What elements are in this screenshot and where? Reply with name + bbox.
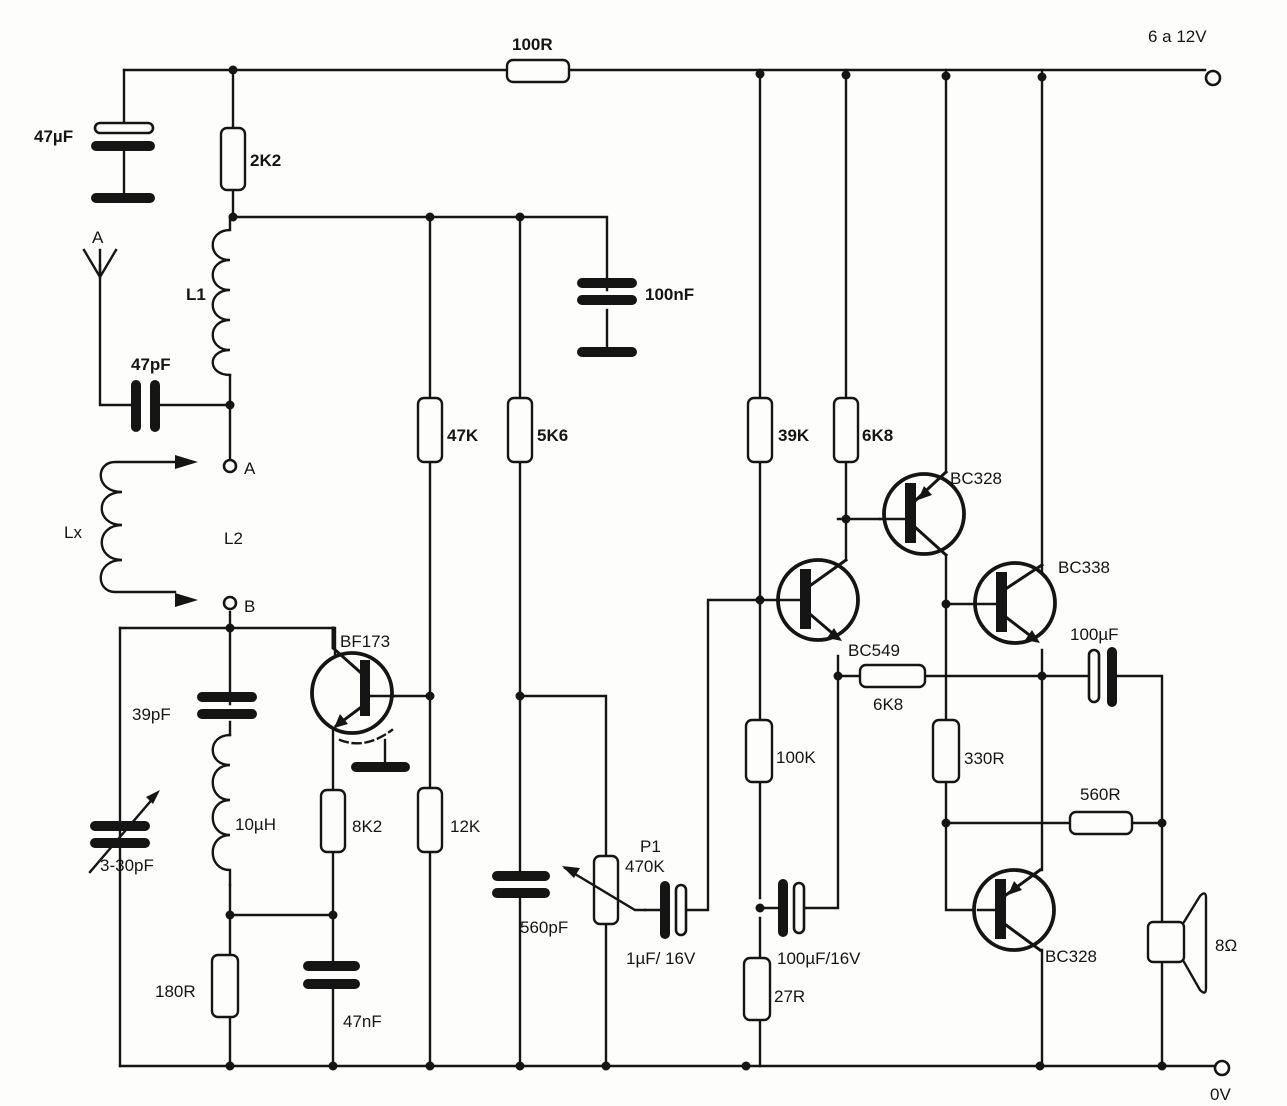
svg-text:2K2: 2K2 bbox=[250, 151, 281, 170]
transistor-BF173: BF173 bbox=[310, 626, 410, 772]
resistor-27R: 27R bbox=[742, 956, 805, 1022]
terminal-B: B bbox=[222, 595, 255, 616]
capacitor-47pF: 47pF bbox=[131, 355, 171, 432]
supply-positive-label: 6 a 12V bbox=[1148, 27, 1207, 46]
supply-ground-label: 0V bbox=[1210, 1085, 1231, 1104]
inductor-L1: L1 bbox=[186, 215, 232, 377]
inductor-Lx: Lx bbox=[64, 455, 198, 607]
svg-text:10µH: 10µH bbox=[235, 815, 276, 834]
junction-dots bbox=[225, 65, 1167, 1071]
capacitor-560pF: 560pF bbox=[492, 871, 568, 937]
svg-text:47pF: 47pF bbox=[131, 355, 171, 374]
potentiometer-P1: P1 470K bbox=[562, 837, 665, 926]
transistor-BC328-driver: BC328 bbox=[878, 469, 1002, 558]
resistor-180R: 180R bbox=[155, 953, 240, 1019]
svg-text:560pF: 560pF bbox=[520, 918, 568, 937]
svg-text:8K2: 8K2 bbox=[352, 817, 382, 836]
inductor-10uH: 10µH bbox=[211, 733, 276, 887]
transistor-BC338: BC338 bbox=[973, 558, 1110, 645]
svg-text:47K: 47K bbox=[447, 426, 479, 445]
svg-text:BC549: BC549 bbox=[848, 641, 900, 660]
capacitor-trimmer-3-30pF: 3-30pF bbox=[88, 790, 160, 875]
svg-text:180R: 180R bbox=[155, 982, 196, 1001]
resistor-330R: 330R bbox=[931, 718, 1005, 784]
svg-text:560R: 560R bbox=[1080, 785, 1121, 804]
svg-text:A: A bbox=[244, 459, 256, 478]
svg-text:39pF: 39pF bbox=[132, 705, 171, 724]
svg-text:5K6: 5K6 bbox=[537, 426, 568, 445]
svg-text:3-30pF: 3-30pF bbox=[100, 856, 154, 875]
svg-text:P1: P1 bbox=[640, 837, 661, 856]
svg-text:1µF/ 16V: 1µF/ 16V bbox=[626, 949, 696, 968]
svg-text:BC328: BC328 bbox=[950, 469, 1002, 488]
svg-text:B: B bbox=[244, 597, 255, 616]
svg-text:BF173: BF173 bbox=[340, 632, 390, 651]
resistor-5K6: 5K6 bbox=[506, 396, 568, 464]
capacitor-47uF: 47µF bbox=[34, 121, 155, 203]
resistor-560R: 560R bbox=[1068, 785, 1134, 836]
svg-text:39K: 39K bbox=[778, 426, 810, 445]
svg-text:27R: 27R bbox=[774, 987, 805, 1006]
svg-text:100R: 100R bbox=[512, 35, 553, 54]
resistor-8K2: 8K2 bbox=[319, 788, 382, 854]
speaker-8ohm: 8Ω bbox=[1146, 892, 1237, 994]
supply-terminal-positive: 6 a 12V bbox=[1148, 27, 1222, 87]
resistor-47K: 47K bbox=[416, 396, 479, 464]
resistor-100K: 100K bbox=[744, 718, 816, 784]
capacitor-100uF-16V: 100µF/16V bbox=[777, 879, 861, 968]
capacitor-100uF-output: 100µF bbox=[1070, 625, 1119, 707]
capacitor-100nF: 100nF bbox=[577, 278, 694, 357]
svg-text:6K8: 6K8 bbox=[862, 426, 893, 445]
svg-text:470K: 470K bbox=[625, 857, 665, 876]
resistor-2K2: 2K2 bbox=[219, 126, 281, 192]
svg-text:BC328: BC328 bbox=[1045, 947, 1097, 966]
svg-text:12K: 12K bbox=[450, 817, 481, 836]
svg-text:A: A bbox=[92, 228, 104, 247]
svg-text:330R: 330R bbox=[964, 749, 1005, 768]
resistor-6K8-feedback: 6K8 bbox=[858, 663, 927, 714]
antenna: A bbox=[82, 228, 118, 280]
svg-text:100µF: 100µF bbox=[1070, 625, 1119, 644]
svg-text:47nF: 47nF bbox=[343, 1012, 382, 1031]
resistor-100R: 100R bbox=[505, 35, 571, 84]
svg-text:47µF: 47µF bbox=[34, 127, 73, 146]
supply-terminal-ground: 0V bbox=[1210, 1059, 1231, 1104]
svg-text:BC338: BC338 bbox=[1058, 558, 1110, 577]
resistor-39K: 39K bbox=[746, 396, 810, 464]
svg-text:100nF: 100nF bbox=[645, 285, 694, 304]
svg-text:8Ω: 8Ω bbox=[1215, 936, 1237, 955]
capacitor-47nF: 47nF bbox=[303, 961, 382, 1031]
resistor-12K: 12K bbox=[416, 786, 481, 854]
resistor-6K8-collector: 6K8 bbox=[832, 396, 893, 464]
transistor-BC549: BC549 bbox=[776, 557, 900, 660]
capacitor-1uF-16V: 1µF/ 16V bbox=[626, 881, 696, 968]
terminal-A: A bbox=[222, 458, 256, 478]
capacitor-39pF: 39pF bbox=[132, 692, 257, 724]
svg-text:100µF/16V: 100µF/16V bbox=[777, 949, 861, 968]
svg-text:100K: 100K bbox=[776, 748, 816, 767]
label-L2: L2 bbox=[224, 529, 243, 548]
svg-text:Lx: Lx bbox=[64, 523, 82, 542]
svg-text:L1: L1 bbox=[186, 285, 206, 304]
svg-text:6K8: 6K8 bbox=[873, 695, 903, 714]
transistor-BC328-output: BC328 bbox=[972, 867, 1097, 966]
